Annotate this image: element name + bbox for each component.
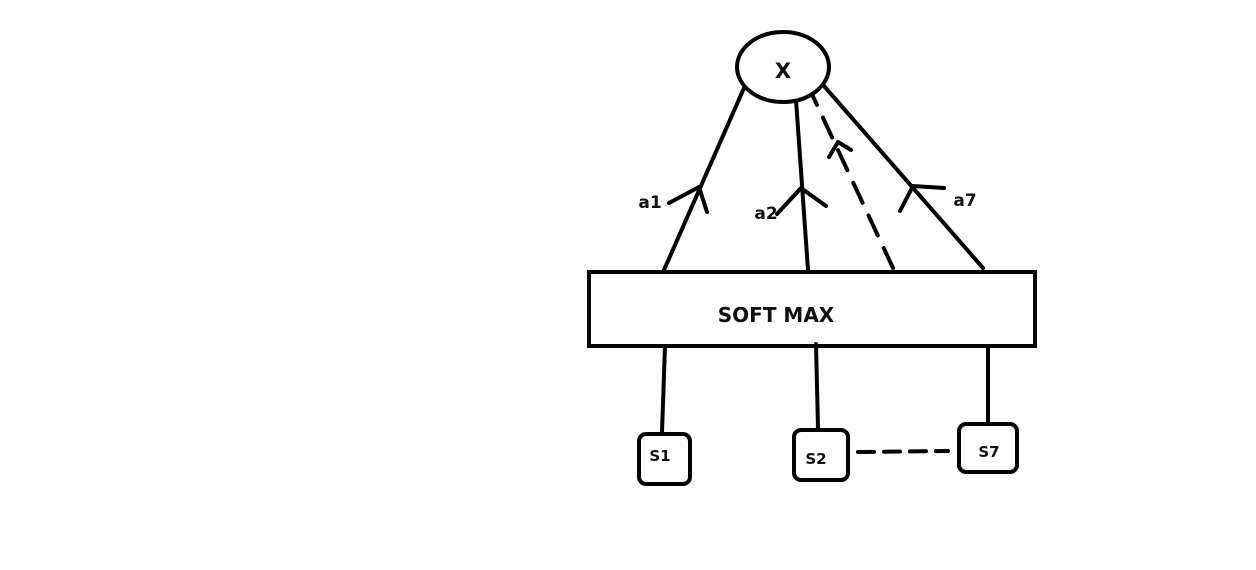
input-edge-s1 [660, 344, 667, 434]
arrowhead-a7 [898, 184, 946, 213]
edge-a2 [794, 98, 810, 272]
arrowhead-dashed [827, 140, 853, 159]
input-node-s7 [957, 422, 1019, 474]
arrowhead-a2 [775, 186, 828, 216]
edge-label-a2: a2 [754, 204, 777, 224]
edge-a1 [662, 86, 746, 272]
edge-label-a1: a1 [638, 193, 661, 213]
top-node-x [735, 30, 831, 104]
softmax-label: SOFT MAX [718, 303, 835, 327]
input-label-s7: S7 [978, 443, 999, 461]
softmax-box [587, 270, 1037, 348]
edge-dashed [808, 88, 895, 270]
edge-label-a7: a7 [953, 191, 976, 211]
top-node-label: X [775, 59, 791, 83]
input-label-s1: S1 [649, 447, 670, 465]
input-edge-s2 [814, 342, 820, 430]
ellipsis-connector [856, 449, 950, 454]
input-node-s1 [637, 432, 692, 486]
input-node-s2 [792, 428, 850, 482]
edge-a7 [822, 84, 985, 270]
input-label-s2: S2 [805, 450, 826, 468]
arrowhead-a1 [667, 185, 709, 214]
